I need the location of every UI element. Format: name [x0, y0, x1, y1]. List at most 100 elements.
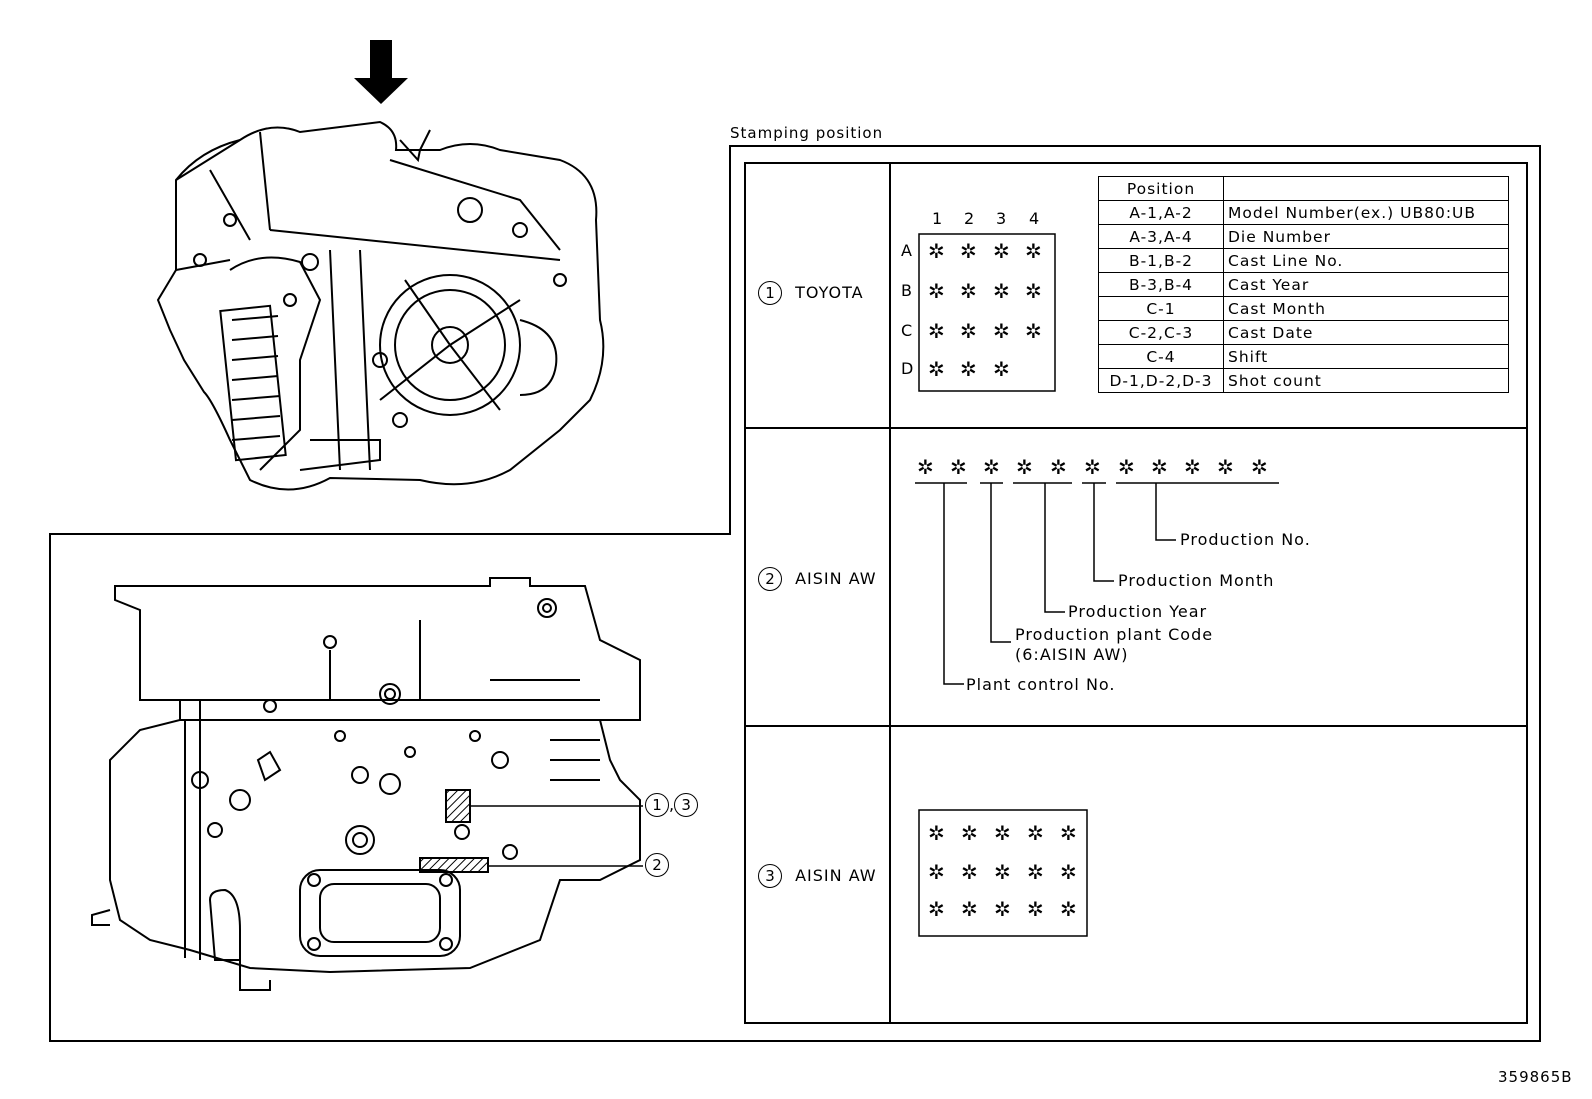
grid-mark: ✲	[1025, 279, 1042, 303]
label-plant-code: Production plant Code	[1015, 625, 1214, 644]
code-leader-lines	[915, 482, 1279, 685]
table-cell-meaning: Cast Line No.	[1223, 248, 1509, 273]
table-cell-meaning: Shot count	[1223, 368, 1509, 393]
callout-2: 2	[645, 853, 669, 877]
grid-mark: ✲	[961, 860, 978, 884]
grid-mark: ✲	[928, 860, 945, 884]
grid-col-4: 4	[1029, 209, 1041, 228]
grid-mark: ✲	[960, 357, 977, 381]
table-row: B-3,B-4 Cast Year	[1098, 272, 1509, 297]
toyota-grid-box	[918, 233, 1056, 392]
table-row: A-3,A-4 Die Number	[1098, 224, 1509, 249]
grid-mark: ✲	[994, 897, 1011, 921]
code-mark: ✲	[1251, 455, 1268, 479]
table-header-blank	[1223, 176, 1509, 201]
table-header-row: Position	[1098, 176, 1509, 201]
callout-number-2: 2	[645, 853, 669, 877]
grid-row-c: C	[901, 321, 914, 340]
code-mark: ✲	[1184, 455, 1201, 479]
transmission-side-view-drawing	[91, 577, 641, 991]
grid-mark: ✲	[928, 319, 945, 343]
callout-number-3: 3	[674, 793, 699, 817]
outer-frame	[49, 145, 1541, 1042]
grid-mark: ✲	[1027, 821, 1044, 845]
callout-number-1: 1	[645, 793, 669, 817]
grid-row-d: D	[901, 359, 915, 378]
down-arrow-icon	[354, 40, 408, 104]
table-cell-position: C-4	[1098, 344, 1224, 369]
section-number: 3	[758, 864, 782, 888]
grid-mark: ✲	[960, 239, 977, 263]
grid-col-2: 2	[964, 209, 976, 228]
grid-mark: ✲	[928, 357, 945, 381]
table-cell-meaning: Cast Date	[1223, 320, 1509, 345]
grid-mark: ✲	[1025, 319, 1042, 343]
label-plant-code-note: (6:AISIN AW)	[1015, 645, 1129, 664]
callout-separator: ,	[669, 795, 675, 814]
maker-name: AISIN AW	[795, 866, 877, 885]
grid-mark: ✲	[1060, 897, 1077, 921]
section-2-label: 2 AISIN AW	[758, 567, 877, 591]
maker-name: TOYOTA	[795, 283, 864, 302]
grid-mark: ✲	[1025, 239, 1042, 263]
section-1-label: 1 TOYOTA	[758, 281, 864, 305]
grid-mark: ✲	[994, 860, 1011, 884]
table-cell-position: A-1,A-2	[1098, 200, 1224, 225]
transmission-perspective-drawing	[156, 120, 605, 491]
grid-mark: ✲	[961, 821, 978, 845]
grid-mark: ✲	[928, 821, 945, 845]
grid-col-3: 3	[996, 209, 1008, 228]
grid-mark: ✲	[993, 319, 1010, 343]
grid-mark: ✲	[928, 897, 945, 921]
stamping-inner-frame	[744, 162, 1528, 1024]
maker-name: AISIN AW	[795, 569, 877, 588]
label-plant-control: Plant control No.	[966, 675, 1116, 694]
grid-mark: ✲	[1027, 860, 1044, 884]
table-cell-position: B-1,B-2	[1098, 248, 1224, 273]
callout-1-3: 1,3	[645, 793, 699, 817]
section-number: 2	[758, 567, 782, 591]
section-3-label: 3 AISIN AW	[758, 864, 877, 888]
aisin-grid-box	[918, 809, 1088, 937]
table-cell-position: C-1	[1098, 296, 1224, 321]
position-table: Position A-1,A-2 Model Number(ex.) UB80:…	[1098, 176, 1509, 393]
grid-mark: ✲	[1060, 821, 1077, 845]
code-mark: ✲	[950, 455, 967, 479]
grid-mark: ✲	[1060, 860, 1077, 884]
label-production-year: Production Year	[1068, 602, 1208, 621]
grid-mark: ✲	[928, 279, 945, 303]
table-cell-position: D-1,D-2,D-3	[1098, 368, 1224, 393]
grid-mark: ✲	[993, 357, 1010, 381]
grid-row-b: B	[901, 281, 913, 300]
code-mark: ✲	[917, 455, 934, 479]
table-header-position: Position	[1098, 176, 1224, 201]
grid-mark: ✲	[961, 897, 978, 921]
code-mark: ✲	[1050, 455, 1067, 479]
table-cell-meaning: Die Number	[1223, 224, 1509, 249]
grid-col-1: 1	[932, 209, 944, 228]
table-cell-meaning: Model Number(ex.) UB80:UB	[1223, 200, 1509, 225]
grid-mark: ✲	[994, 821, 1011, 845]
figure-id: 359865B	[1498, 1068, 1573, 1086]
table-cell-meaning: Cast Month	[1223, 296, 1509, 321]
code-mark: ✲	[1084, 455, 1101, 479]
code-mark: ✲	[1016, 455, 1033, 479]
grid-mark: ✲	[960, 279, 977, 303]
table-row: C-2,C-3 Cast Date	[1098, 320, 1509, 345]
grid-mark: ✲	[928, 239, 945, 263]
label-production-month: Production Month	[1118, 571, 1275, 590]
table-row: C-1 Cast Month	[1098, 296, 1509, 321]
stamping-position-title: Stamping position	[730, 124, 884, 142]
grid-mark: ✲	[993, 279, 1010, 303]
grid-row-a: A	[901, 241, 913, 260]
label-production-no: Production No.	[1180, 530, 1311, 549]
code-mark: ✲	[983, 455, 1000, 479]
grid-mark: ✲	[960, 319, 977, 343]
table-cell-meaning: Cast Year	[1223, 272, 1509, 297]
grid-mark: ✲	[1027, 897, 1044, 921]
table-cell-position: B-3,B-4	[1098, 272, 1224, 297]
code-mark: ✲	[1217, 455, 1234, 479]
section-number: 1	[758, 281, 782, 305]
table-cell-position: A-3,A-4	[1098, 224, 1224, 249]
